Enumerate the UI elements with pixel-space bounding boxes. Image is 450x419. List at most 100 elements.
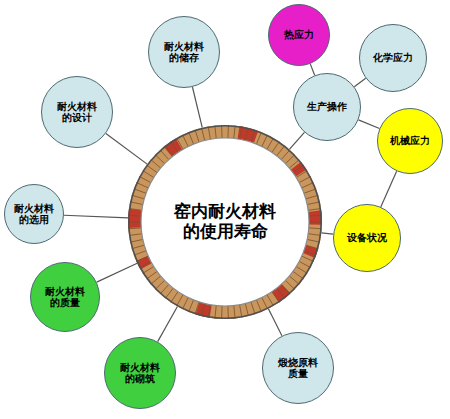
brick-joint [289, 276, 299, 284]
factor-circle: 耐火材料的储存 [148, 16, 220, 88]
brick-joint [155, 155, 164, 164]
brick-joint [208, 126, 210, 139]
connector-line [97, 263, 137, 282]
brick-joint [296, 171, 307, 178]
brick-joint [251, 302, 255, 314]
brick-joint [171, 292, 178, 303]
brick-joint [202, 128, 205, 141]
brick-joint [306, 245, 318, 249]
brick-joint [289, 160, 299, 168]
brick-joint [296, 267, 307, 274]
brick-joint [221, 306, 222, 319]
brick-joint [182, 297, 188, 309]
brick-joint [143, 267, 154, 274]
factor-circle: 设备状况 [333, 204, 401, 272]
brick-joint [245, 128, 248, 141]
brick-joint [165, 146, 173, 156]
brick-joint [262, 297, 268, 309]
brick-joint [277, 146, 285, 156]
brick-joint [267, 295, 274, 306]
factor-circle: 热应力 [268, 4, 330, 66]
factor-circle: 生产操作 [293, 73, 361, 141]
brick-joint [251, 130, 255, 142]
brick-joint [151, 160, 161, 168]
brick-joint [281, 150, 290, 160]
brick-joint [139, 261, 150, 267]
brick-joint [143, 171, 154, 178]
brick-joint [132, 195, 144, 199]
factor-label: 耐火材料的设计 [56, 101, 99, 124]
brick-joint [304, 251, 316, 255]
brick-joint [245, 304, 248, 317]
connector-line [289, 132, 304, 149]
brick-joint [272, 142, 279, 153]
brick-joint [309, 222, 322, 223]
brick-joint [151, 276, 161, 284]
connector-line [358, 120, 379, 129]
factor-circle: 耐火材料的选用 [4, 184, 64, 244]
brick-joint [134, 189, 146, 193]
brick-joint [277, 288, 285, 298]
brick-joint [165, 288, 173, 298]
brick-joint [307, 239, 320, 242]
center-title: 窑内耐火材料的使用寿命 [171, 202, 278, 241]
factor-circle: 耐火材料的质量 [30, 262, 100, 332]
ring-bricks [128, 125, 322, 319]
brick-joint [293, 165, 304, 173]
brick-joint [309, 215, 322, 217]
brick-joint [262, 135, 268, 147]
brick-joint [240, 305, 242, 318]
brick-joint [302, 183, 314, 188]
brick-joint [309, 227, 322, 229]
factor-label: 耐火材料的砌筑 [119, 362, 162, 385]
brick-joint [234, 306, 235, 319]
connector-line [381, 171, 397, 207]
connector-line [310, 64, 314, 75]
brick-joint [215, 126, 216, 139]
brick-joint [132, 245, 144, 249]
brick-joint [129, 234, 142, 236]
brick-joint [299, 176, 310, 182]
brick-joint [160, 284, 169, 294]
brick-joint [189, 132, 194, 144]
brick-joint [195, 130, 199, 142]
brick-joint [308, 234, 321, 236]
factor-label: 热应力 [276, 29, 322, 41]
brick-joint [308, 209, 321, 211]
kiln-ring-node: 窑内耐火材料的使用寿命 [128, 125, 322, 319]
factor-circle: 化学应力 [359, 24, 427, 92]
connector-line [158, 307, 178, 342]
factor-label: 机械应力 [387, 135, 433, 147]
brick-joint [267, 138, 274, 149]
brick-joint [234, 126, 235, 139]
brick-joint [227, 306, 228, 319]
brick-joint [306, 195, 318, 199]
factor-circle: 机械应力 [377, 108, 443, 174]
connector-line [321, 233, 333, 234]
brick-joint [182, 135, 188, 147]
factor-circle: 煅烧原料质量 [262, 332, 334, 404]
brick-joint [281, 284, 290, 294]
brick-joint [177, 295, 184, 306]
brick-joint [256, 300, 261, 312]
brick-joint [304, 189, 316, 193]
brick-joint [139, 176, 150, 182]
factor-label: 化学应力 [370, 52, 416, 64]
factor-circle: 耐火材料的设计 [41, 76, 113, 148]
factor-label: 耐火材料的质量 [44, 286, 87, 309]
brick-joint [299, 261, 310, 267]
brick-joint [155, 280, 164, 289]
brick-joint [302, 256, 314, 261]
ring-outer-edge [129, 126, 321, 318]
brick-joint [160, 150, 169, 160]
brick-joint [134, 251, 146, 255]
connector-line [268, 309, 282, 336]
brick-joint [128, 222, 141, 223]
connector-line [106, 133, 147, 164]
brick-joint [128, 227, 141, 229]
brick-joint [147, 271, 158, 279]
brick-joint [256, 132, 261, 144]
brick-joint [215, 306, 216, 319]
brick-joint [227, 125, 228, 138]
